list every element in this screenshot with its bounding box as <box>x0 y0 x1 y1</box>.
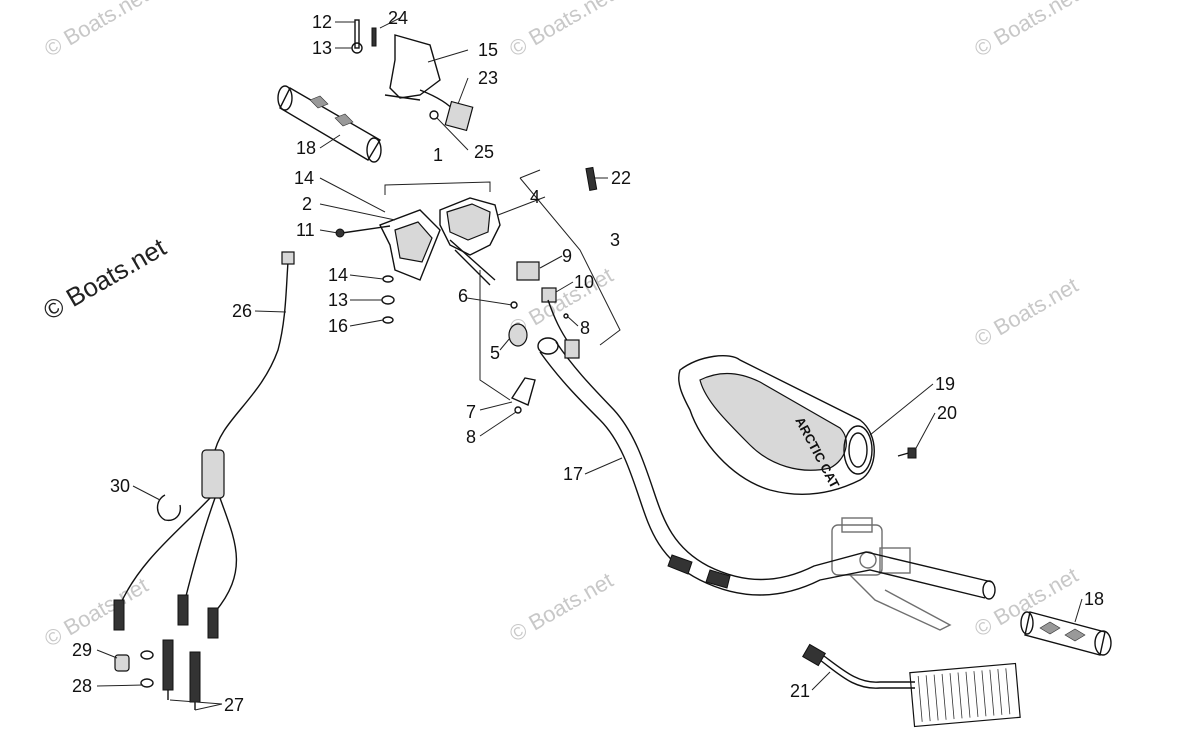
callout-5: 5 <box>490 343 500 363</box>
throttle-housing <box>379 197 501 286</box>
callout-9: 9 <box>562 246 572 266</box>
callout-21: 21 <box>790 681 810 701</box>
callout-13: 13 <box>328 290 348 310</box>
leader-lines <box>96 17 1083 711</box>
callout-23: 23 <box>478 68 498 88</box>
callout-4: 4 <box>530 187 540 207</box>
bracket-7 <box>510 377 536 414</box>
callout-20: 20 <box>937 403 957 423</box>
callout-13: 13 <box>312 38 332 58</box>
group-brackets <box>384 169 621 401</box>
handguard: ARCTIC CAT <box>678 355 875 495</box>
callout-8: 8 <box>466 427 476 447</box>
callout-27: 27 <box>224 695 244 715</box>
callout-1: 1 <box>433 145 443 165</box>
callout-labels: 1 2 3 4 5 6 7 8 8 9 10 11 12 13 13 14 14… <box>72 8 1104 715</box>
callout-11: 11 <box>296 220 315 240</box>
callout-6: 6 <box>458 286 468 306</box>
handlebar <box>537 337 996 600</box>
callout-25: 25 <box>474 142 494 162</box>
heater-element <box>802 643 1021 728</box>
callout-26: 26 <box>232 301 252 321</box>
brake-lever-assembly <box>831 517 952 631</box>
callout-18: 18 <box>296 138 316 158</box>
callout-17: 17 <box>563 464 583 484</box>
callout-30: 30 <box>110 476 130 496</box>
left-grip <box>277 85 382 163</box>
lever-bracket <box>351 19 441 101</box>
callout-2: 2 <box>302 194 312 214</box>
callout-8: 8 <box>580 318 590 338</box>
callout-29: 29 <box>72 640 92 660</box>
callout-15: 15 <box>478 40 498 60</box>
callout-14: 14 <box>294 168 314 188</box>
callout-7: 7 <box>466 402 476 422</box>
callout-3: 3 <box>610 230 620 250</box>
callout-10: 10 <box>574 272 594 292</box>
callout-18: 18 <box>1084 589 1104 609</box>
callout-16: 16 <box>328 316 348 336</box>
callout-24: 24 <box>388 8 408 28</box>
switch-components <box>508 166 598 359</box>
boot-29-oring-28 <box>114 650 154 688</box>
right-grip <box>1020 611 1112 656</box>
callout-22: 22 <box>611 168 631 188</box>
wiring-harness <box>113 251 295 710</box>
callout-12: 12 <box>312 12 332 32</box>
clamp-30 <box>156 494 182 522</box>
callout-28: 28 <box>72 676 92 696</box>
screw-20 <box>897 447 917 459</box>
connector-23 <box>419 89 474 132</box>
callout-14: 14 <box>328 265 348 285</box>
callout-19: 19 <box>935 374 955 394</box>
